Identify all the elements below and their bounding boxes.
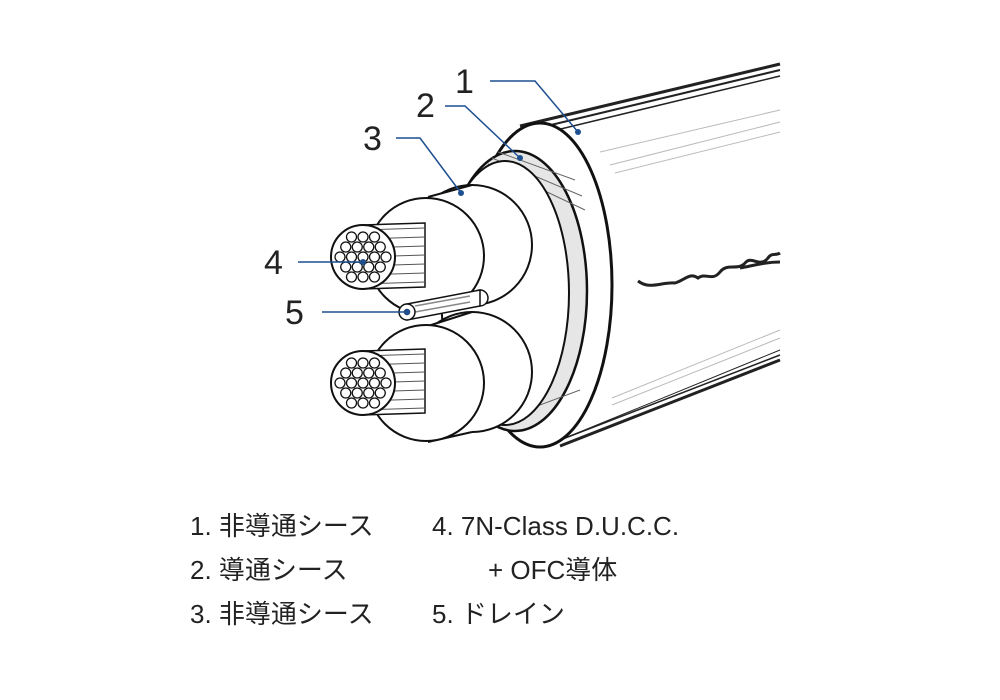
callout-3: 3 [363,120,464,196]
strand [345,377,358,389]
strand [368,251,381,263]
strand [363,261,375,273]
legend-item-4: 4. 7N-Class D.U.C.C. [432,511,680,541]
strand [351,367,363,379]
strand [334,377,346,389]
strand [363,367,375,379]
strand [357,231,369,243]
callout-2: 2 [416,87,523,161]
svg-text:3: 3 [363,120,382,158]
upper-conductor-bundle [330,222,426,290]
strand [374,387,386,399]
strand [345,397,358,409]
lower-insulation [367,311,533,443]
strand [340,241,352,253]
legend-item-4-cont: + OFC導体 [488,555,618,585]
lower-conductor-bundle [330,348,426,416]
strand [334,251,346,263]
strand [357,271,369,283]
callout-5: 5 [285,294,410,332]
callout-1: 1 [455,63,581,135]
strand [345,271,358,283]
strand [380,251,392,263]
strand [345,357,358,369]
strand [351,241,363,253]
strand [357,397,369,409]
strand [340,367,352,379]
callout-4: 4 [264,244,366,282]
strand [368,357,381,369]
strand [363,387,375,399]
strand [380,377,392,389]
legend-item-3: 3. 非導通シース [190,599,374,629]
svg-text:2: 2 [416,87,435,125]
strand [340,387,352,399]
strand [374,261,386,273]
legend-item-1: 1. 非導通シース [190,511,374,541]
strand [368,397,381,409]
svg-text:5: 5 [285,294,304,332]
svg-text:1: 1 [455,63,474,101]
legend-item-5: 5. ドレイン [432,599,565,629]
strand [345,251,358,263]
strand [374,241,386,253]
strand [357,357,369,369]
strand [340,261,352,273]
svg-text:4: 4 [264,244,283,282]
strand [363,241,375,253]
luxman-logo [637,251,781,287]
strand [357,377,369,389]
legend-col-2: 4. 7N-Class D.U.C.C. + OFC導体 5. ドレイン [432,504,679,636]
legend-item-2: 2. 導通シース [190,555,348,585]
drain-wire [398,289,489,321]
strand [345,231,358,243]
legend-col-1: 1. 非導通シース 2. 導通シース 3. 非導通シース [190,504,374,636]
strand [368,377,381,389]
strand [368,231,381,243]
strand [351,387,363,399]
strand [374,367,386,379]
strand [368,271,381,283]
